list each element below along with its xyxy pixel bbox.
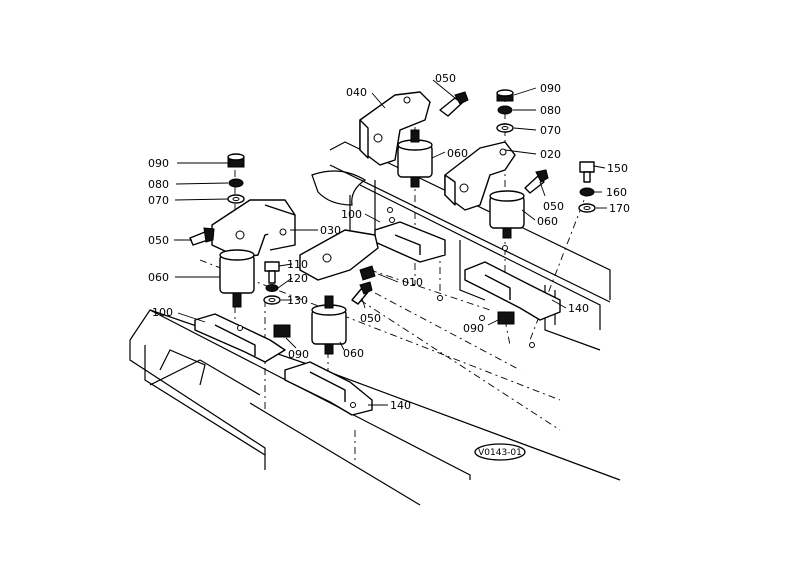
- callout-090-right: 090: [463, 322, 484, 335]
- callout-170: 170: [609, 202, 630, 215]
- callout-040: 040: [346, 86, 367, 99]
- callout-050-left: 050: [148, 234, 169, 247]
- bolt-110: [264, 261, 280, 284]
- support-140-front: [284, 361, 373, 416]
- callout-labels: 040 050 090 080 070 060 020 150 160 170 …: [148, 72, 630, 412]
- washer-070-left: [227, 194, 245, 204]
- callout-060-rear-right: 060: [537, 215, 558, 228]
- callout-160: 160: [606, 186, 627, 199]
- callout-060-front-left: 060: [148, 271, 169, 284]
- callout-070-left: 070: [148, 194, 169, 207]
- callout-090-top: 090: [540, 82, 561, 95]
- washer-170: [578, 203, 596, 213]
- callout-020: 020: [540, 148, 561, 161]
- callout-140-rear: 140: [568, 302, 589, 315]
- callout-030: 030: [320, 224, 341, 237]
- rubber-mount-060-front-right: [311, 295, 347, 355]
- callout-150: 150: [607, 162, 628, 175]
- callout-100-front: 100: [152, 306, 173, 319]
- washer-070-top: [496, 123, 514, 133]
- rubber-mount-060-rear-left: [397, 129, 433, 188]
- bolt-050-top: [439, 91, 469, 117]
- callout-140-front: 140: [390, 399, 411, 412]
- callout-050-center: 050: [360, 312, 381, 325]
- nut-090-right: [497, 311, 515, 325]
- callout-090-left: 090: [148, 157, 169, 170]
- washer-080-left: [228, 178, 244, 188]
- drawing-id-badge: V0143-01: [474, 443, 526, 461]
- washer-120: [265, 284, 279, 292]
- washer-160: [579, 187, 595, 197]
- nut-090-left: [227, 153, 245, 168]
- callout-050-right: 050: [543, 200, 564, 213]
- callout-130: 130: [287, 294, 308, 307]
- support-140-rear: [464, 261, 561, 321]
- callout-090-front: 090: [288, 348, 309, 361]
- bracket-020: [444, 141, 516, 211]
- callout-080-top: 080: [540, 104, 561, 117]
- callout-060-front-right: 060: [343, 347, 364, 360]
- bracket-030: [211, 199, 296, 259]
- washer-130: [263, 295, 281, 305]
- bolt-050-right: [524, 169, 549, 194]
- drawing-id: V0143-01: [478, 448, 522, 458]
- support-100-front: [194, 313, 286, 363]
- rail-holes: [387, 207, 535, 348]
- leader-lines: [174, 79, 607, 406]
- support-100-rear: [374, 221, 446, 263]
- bracket-040: [359, 91, 431, 166]
- callout-080-left: 080: [148, 178, 169, 191]
- nut-090-front: [273, 324, 291, 338]
- callout-060-rear-left: 060: [447, 147, 468, 160]
- bolt-050-center: [351, 281, 373, 305]
- bracket-010: [299, 229, 379, 281]
- callout-110: 110: [287, 258, 308, 271]
- callout-100-rear: 100: [341, 208, 362, 221]
- bolt-150: [579, 161, 595, 183]
- callout-050-top: 050: [435, 72, 456, 85]
- callout-010: 010: [402, 276, 423, 289]
- rubber-mount-060-rear-right: [489, 190, 525, 239]
- bolt-050-left: [189, 227, 215, 246]
- nut-090-top: [496, 89, 514, 102]
- callout-120: 120: [287, 272, 308, 285]
- callout-070-top: 070: [540, 124, 561, 137]
- washer-080-top: [497, 105, 513, 115]
- rubber-mount-060-front-left: [219, 249, 255, 308]
